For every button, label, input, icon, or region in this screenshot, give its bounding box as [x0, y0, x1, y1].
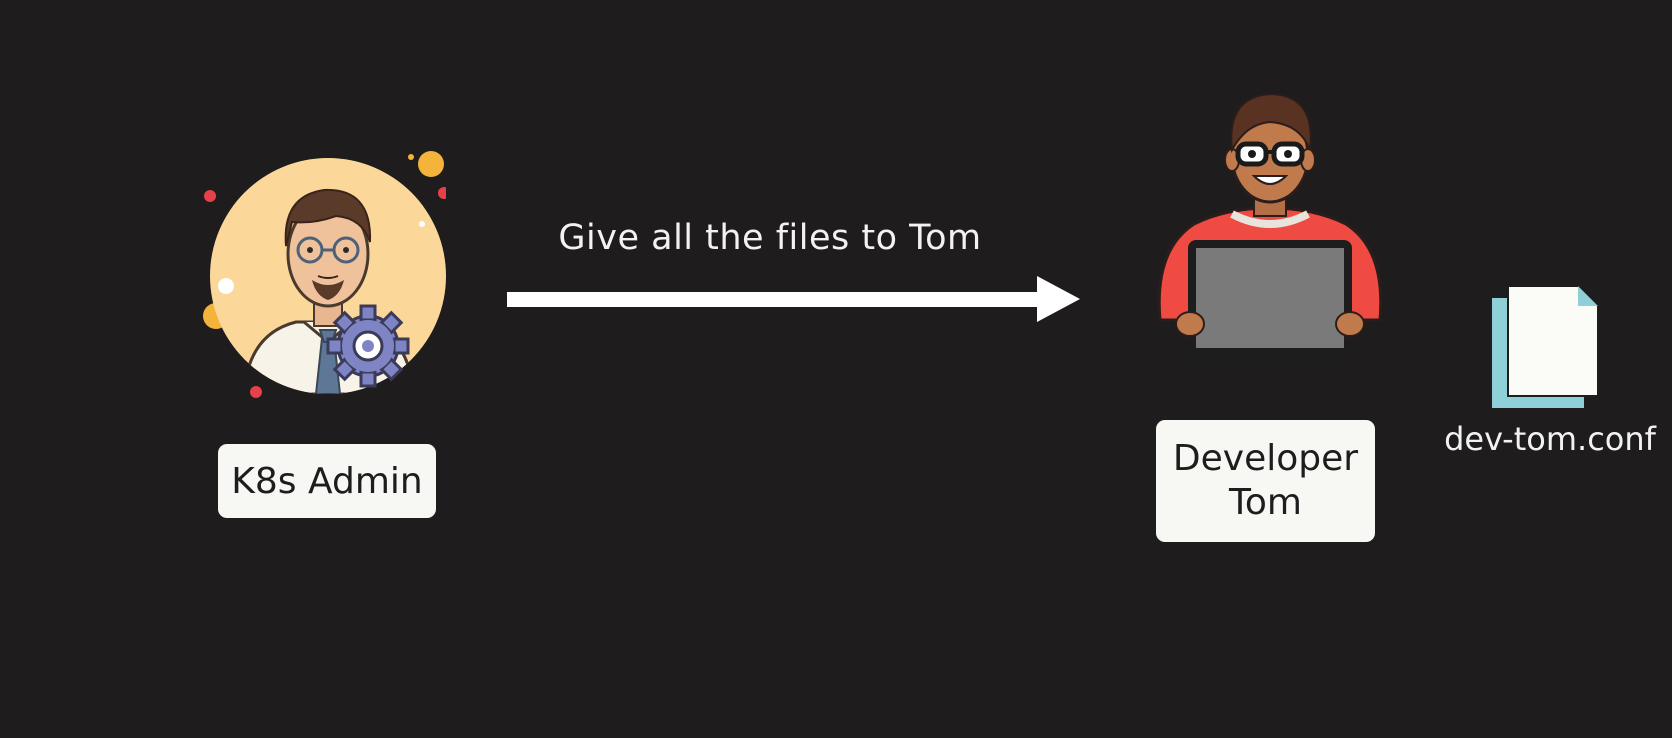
- developer-label-line1: Developer: [1172, 438, 1359, 479]
- message-text: Give all the files to Tom: [558, 218, 982, 258]
- admin-label: K8s Admin: [218, 444, 436, 518]
- developer-with-laptop-icon: [1150, 88, 1390, 388]
- admin-avatar-icon: [186, 138, 450, 408]
- developer-label: Developer Tom: [1156, 420, 1375, 542]
- document-stack-icon: [1488, 284, 1604, 410]
- file-name-label: dev-tom.conf: [1444, 420, 1656, 458]
- developer-label-line2: Tom: [1229, 482, 1302, 523]
- admin-label-text: K8s Admin: [231, 460, 423, 502]
- right-arrow-icon: [505, 274, 1080, 324]
